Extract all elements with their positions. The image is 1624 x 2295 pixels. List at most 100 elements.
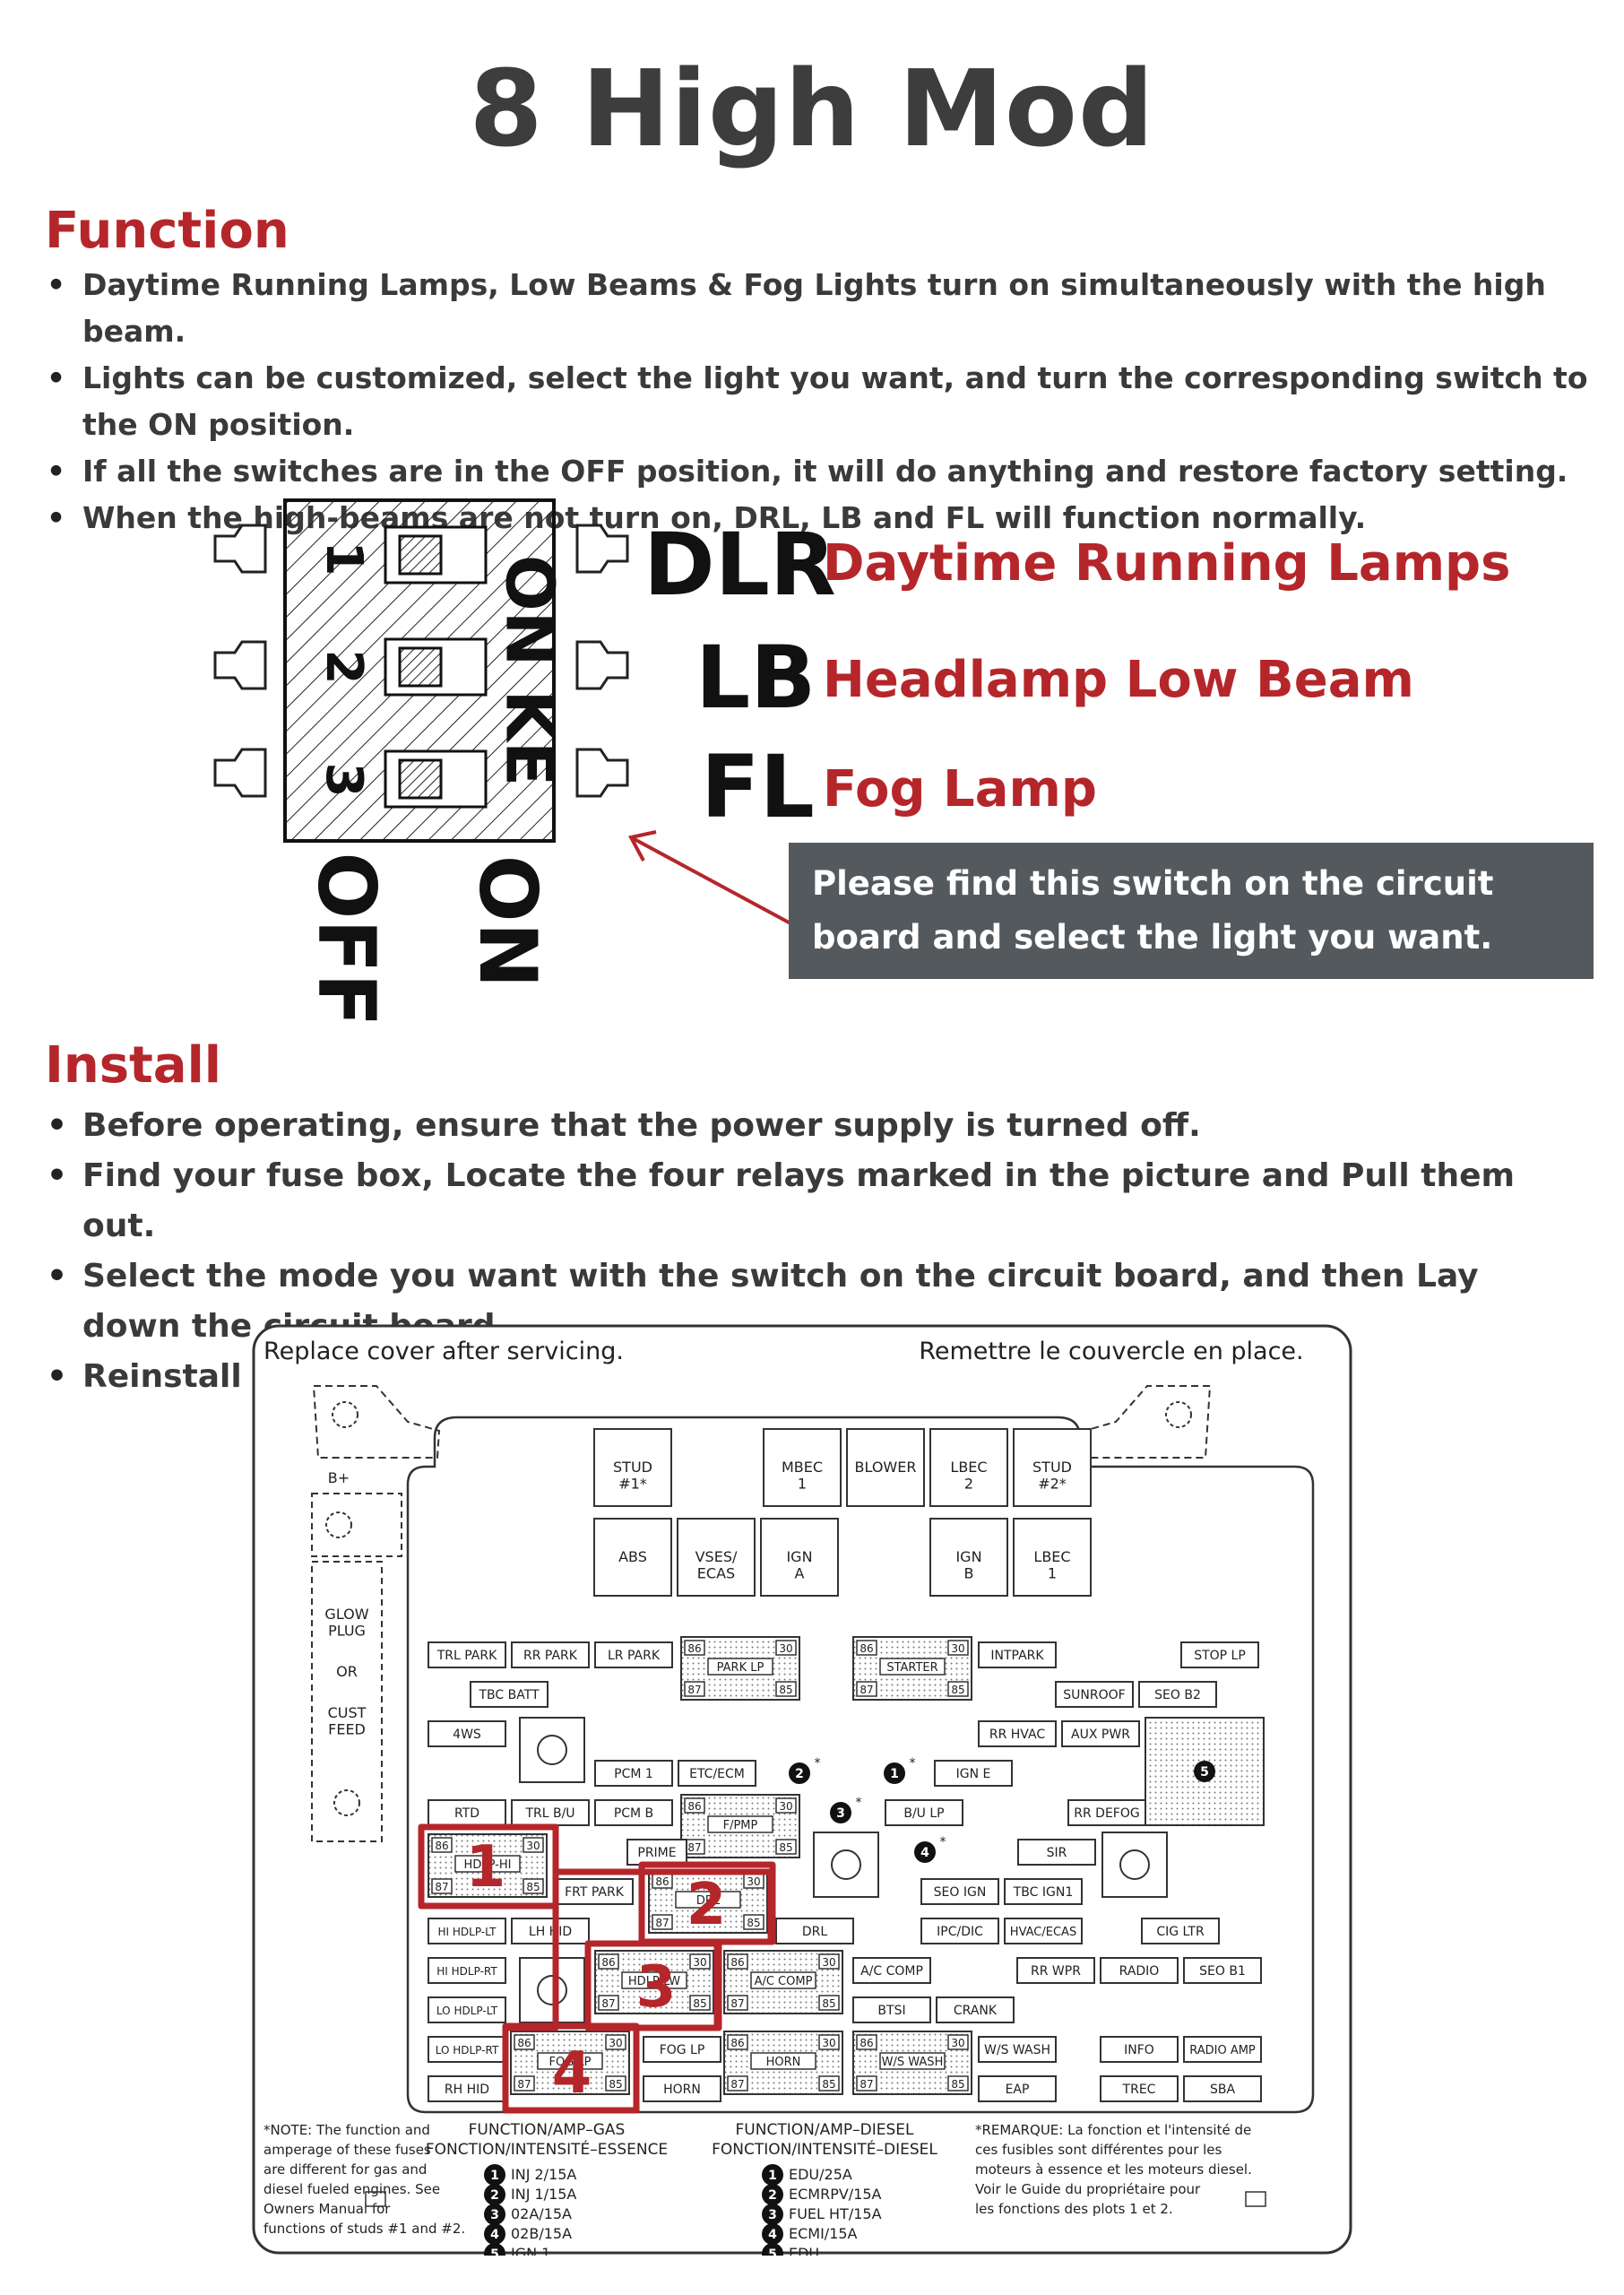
note-right-line: ces fusibles sont différentes pour les — [975, 2142, 1222, 2158]
ws-wash-relay-pin — [856, 2034, 877, 2050]
switch-name-fl: Fog Lamp — [823, 760, 1097, 818]
hi-hdlp-lt-fuse-label: HI HDLP-LT — [438, 1926, 497, 1938]
drl-fuse — [775, 1918, 854, 1944]
hdlp-lw-relay-pin-label: 87 — [601, 1997, 615, 2010]
ac-comp-relay-pin-label: 86 — [730, 1956, 744, 1969]
rr-defog-fuse — [1067, 1799, 1146, 1826]
frt-park-fuse — [555, 1878, 634, 1905]
horn-fuse — [643, 2075, 721, 2102]
park-lp-relay-pin-label: 86 — [687, 1642, 701, 1655]
rr-wpr-fuse-label: RR WPR — [1031, 1964, 1081, 1979]
drl-relay-pin — [743, 1914, 764, 1930]
highlight-number-2: 2 — [687, 1872, 727, 1938]
relay-socket-b-ring — [831, 1849, 861, 1880]
stud1-fuse-label: STUD#1* — [613, 1459, 652, 1492]
relay-socket-a-ring — [537, 1735, 567, 1765]
note-right-line: les fonctions des plots 1 et 2. — [975, 2201, 1173, 2217]
ipc-dic-fuse — [920, 1918, 999, 1944]
diesel-circle-5 — [762, 2243, 783, 2256]
drl-relay-pin-label: 86 — [655, 1875, 669, 1888]
hdlp-lw-relay-pin — [689, 1953, 711, 1970]
radio-amp-fuse — [1183, 2036, 1262, 2063]
stop-lp-fuse — [1180, 1641, 1259, 1668]
info-fuse-label: INFO — [1124, 2043, 1154, 2057]
ign-a-fuse — [760, 1518, 839, 1597]
circle-1-label: 1 — [890, 1767, 899, 1781]
etc-ecm-fuse-label: ETC/ECM — [689, 1767, 745, 1781]
manual-book-icon — [365, 2191, 386, 2207]
fog-lp-relay-pin — [605, 2075, 626, 2091]
trl-park-fuse — [428, 1641, 506, 1668]
horn-fuse-label: HORN — [663, 2083, 701, 2097]
rr-hvac-fuse-label: RR HVAC — [989, 1728, 1045, 1742]
star-3: * — [856, 1796, 862, 1810]
relay-socket-c-ring — [1119, 1849, 1150, 1880]
hdlp-hi-relay-pin — [523, 1837, 544, 1853]
sir-fuse — [1017, 1839, 1096, 1866]
park-lp-relay-pin-label: 87 — [687, 1684, 701, 1696]
drl-relay-pin — [652, 1914, 673, 1930]
fog-lp-relay-pin — [605, 2034, 626, 2050]
lo-hdlp-rt-fuse — [428, 2036, 506, 2063]
cover-tab-left — [312, 1385, 441, 1459]
horn-relay-pin — [727, 2034, 748, 2050]
drl-relay-pin-label: 30 — [747, 1875, 760, 1888]
drl-fuse-label: DRL — [802, 1925, 828, 1939]
dip-switch-diagram: 1 2 3 ON KE OFF ON — [213, 498, 629, 1027]
park-lp-relay-pin — [684, 1640, 705, 1656]
circle-3-label: 3 — [836, 1806, 845, 1821]
install-bullet: Find your fuse box, Locate the four rela… — [45, 1151, 1533, 1251]
star-2: * — [815, 1756, 821, 1771]
lr-park-fuse — [594, 1641, 673, 1668]
rtd-fuse-label: RTD — [454, 1806, 479, 1821]
park-lp-relay-pin-label: 30 — [779, 1642, 792, 1655]
or-label: OR — [336, 1663, 358, 1680]
starter-relay-pin — [947, 1681, 969, 1697]
note-left-line: are different for gas and — [263, 2161, 427, 2178]
info-fuse — [1100, 2036, 1179, 2063]
tbc-ign1-fuse — [1004, 1878, 1083, 1905]
gas-circle-4 — [484, 2223, 505, 2245]
f-pmp-relay-pin-label: 85 — [779, 1841, 792, 1854]
hdlp-hi-relay-pin-label: 86 — [435, 1840, 448, 1852]
diesel-item: ECMI/15A — [789, 2225, 858, 2242]
btsi-fuse — [852, 1996, 931, 2023]
switch-number-2: 2 — [315, 650, 373, 685]
function-heading: Function — [45, 202, 289, 260]
stud2-fuse-label: STUD#2* — [1032, 1459, 1072, 1492]
diesel-subtitle: FONCTION/INTENSITÉ–DIESEL — [712, 2139, 937, 2159]
diesel-circle-1 — [762, 2164, 783, 2186]
fog-lp-relay-pin-label: 87 — [517, 2078, 531, 2091]
replace-cover-text: Replace cover after servicing. — [263, 1338, 624, 1365]
drl-relay-pin-label: 87 — [655, 1917, 669, 1929]
circle-2 — [789, 1762, 810, 1784]
sba-fuse — [1183, 2075, 1262, 2102]
hdlp-hi-relay-pin — [431, 1837, 453, 1853]
blower-fuse-label: BLOWER — [855, 1459, 917, 1476]
horn-relay-pin-label: 85 — [822, 2078, 835, 2091]
hdlp-hi-relay-pin — [431, 1878, 453, 1894]
bplus-stud — [325, 1511, 352, 1538]
ws-wash-relay-pin — [856, 2075, 877, 2091]
horn-relay-label: HORN — [766, 2056, 801, 2069]
ws-wash-relay-pin-label: 30 — [951, 2037, 964, 2049]
ign-e-fuse — [934, 1760, 1013, 1787]
lo-hdlp-lt-fuse-label: LO HDLP-LT — [436, 2005, 498, 2017]
prime-fuse-label: PRIME — [637, 1846, 676, 1860]
hdlp-hi-relay-tag — [454, 1855, 521, 1873]
f-pmp-relay-label: F/PMP — [723, 1819, 758, 1832]
lh-hid-fuse-label: LH HID — [529, 1925, 572, 1939]
note-left-line: *NOTE: The function and — [263, 2122, 430, 2138]
fog-lp-relay-pin-label: 86 — [517, 2037, 531, 2049]
ws-wash-relay-tag — [879, 2052, 946, 2070]
highlight-number-1: 1 — [466, 1834, 506, 1901]
circle-2-label: 2 — [795, 1767, 804, 1781]
crank-fuse-label: CRANK — [954, 2004, 998, 2018]
lo-hdlp-lt-fuse — [428, 1996, 506, 2023]
ws-wash-relay-pin — [947, 2034, 969, 2050]
eap-fuse — [978, 2075, 1057, 2102]
aux-pwr-fuse — [1061, 1720, 1140, 1747]
starter-relay-pin — [856, 1640, 877, 1656]
hdlp-lw-relay-pin — [598, 1953, 619, 1970]
